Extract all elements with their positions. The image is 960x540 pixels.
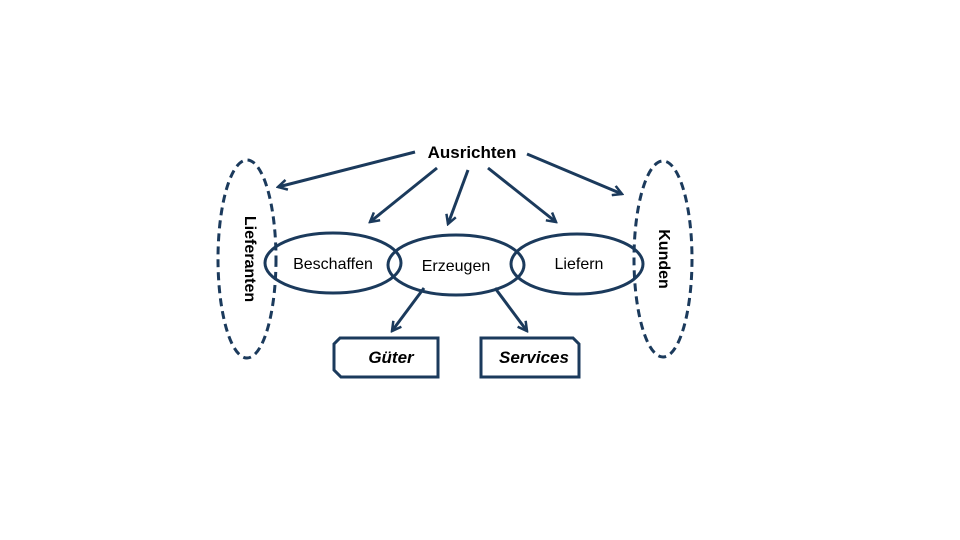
produce-label: Erzeugen bbox=[422, 258, 491, 275]
produce-ellipse bbox=[386, 233, 526, 297]
arrow-to-suppliers bbox=[278, 150, 416, 187]
output-arrows bbox=[392, 287, 527, 331]
arrow-to-services bbox=[493, 287, 527, 331]
customers-label: Kunden bbox=[655, 229, 672, 289]
arrow-to-procure bbox=[370, 166, 438, 222]
arrow-to-customers bbox=[526, 152, 622, 194]
arrow-to-produce bbox=[448, 169, 470, 224]
goods-box bbox=[332, 336, 440, 379]
suppliers-label: Lieferanten bbox=[241, 216, 258, 302]
align-arrows bbox=[278, 150, 622, 224]
services-label: Services bbox=[499, 348, 569, 367]
procure-ellipse bbox=[263, 231, 403, 295]
arrow-to-deliver bbox=[487, 166, 556, 222]
goods-label: Güter bbox=[368, 348, 415, 367]
customers-ellipse bbox=[632, 159, 694, 359]
procure-label: Beschaffen bbox=[293, 256, 373, 273]
suppliers-ellipse bbox=[216, 158, 278, 360]
arrow-to-goods bbox=[392, 287, 426, 331]
deliver-label: Liefern bbox=[555, 256, 604, 273]
align-label: Ausrichten bbox=[428, 143, 517, 162]
services-box bbox=[479, 336, 581, 379]
deliver-ellipse bbox=[509, 232, 645, 296]
